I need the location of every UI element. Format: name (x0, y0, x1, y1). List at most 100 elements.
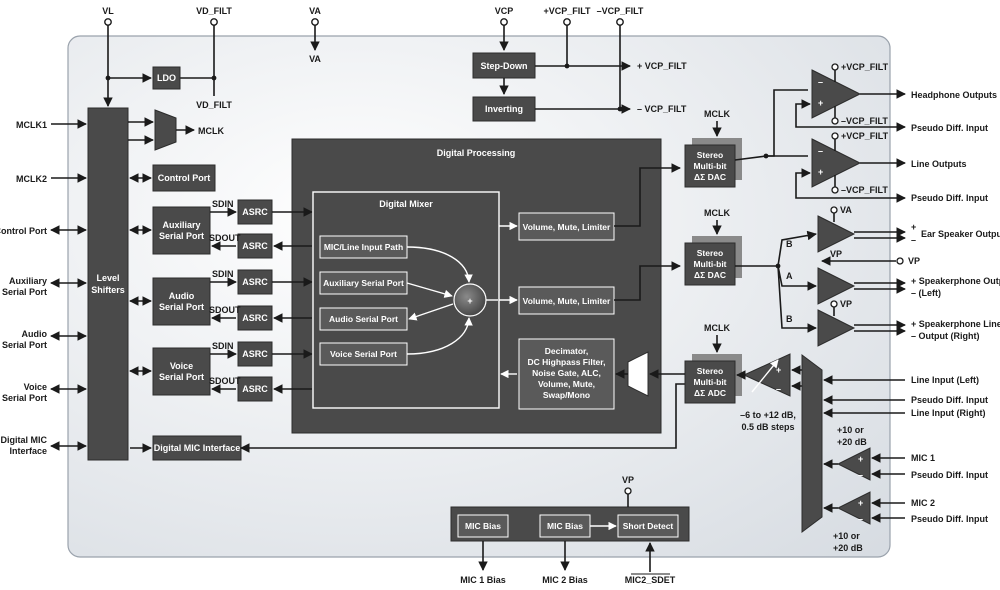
short-detect-label: Short Detect (623, 521, 674, 531)
hp-amp-minus: – (818, 77, 823, 87)
mclk-dac1: MCLK (704, 109, 730, 119)
asrc-audio-out (237, 305, 273, 331)
line-amp-minus: – (818, 146, 823, 156)
mixer-aux-port-label: Auxiliary Serial Port (323, 278, 404, 288)
asrc-aux-out (237, 233, 273, 259)
speakerphone-left-amp (817, 267, 856, 305)
va-spk-rail: VA (840, 205, 852, 215)
audio-serial-port-block (152, 277, 211, 326)
mic1-amp-minus: – (858, 470, 863, 480)
mixer-audio-port-label: Audio Serial Port (329, 314, 398, 324)
dac2-line-2: Multi-bit (693, 259, 726, 269)
audio-port-label-1: Audio (169, 291, 195, 301)
asrc-label: ASRC (242, 207, 268, 217)
asrc-label: ASRC (242, 384, 268, 394)
path-a: A (786, 271, 793, 281)
va-label: VA (309, 54, 321, 64)
mic1-input: MIC 1 (911, 453, 935, 463)
line-amp-plus: + (818, 167, 823, 177)
asrc-audio-in (237, 269, 273, 295)
pga-range-1: –6 to +12 dB, (740, 410, 796, 420)
pin-audio-serial-1: Audio (22, 329, 48, 339)
vp-pin: VP (908, 256, 920, 266)
step-down-label: Step-Down (481, 61, 528, 71)
asrc-aux-in (237, 199, 273, 225)
mic2-bias-pin: MIC 2 Bias (542, 575, 588, 585)
vp-amp3-label: VP (840, 299, 852, 309)
pos-vcp-filt-out: + VCP_FILT (637, 61, 687, 71)
path-b1: B (786, 239, 793, 249)
path-b2: B (786, 314, 793, 324)
stereo-dac-1 (684, 144, 736, 188)
ldo-block (152, 66, 181, 90)
ear-plus: + (911, 222, 916, 232)
short-detect-block (617, 514, 679, 538)
neg-vcp-filt-out: – VCP_FILT (637, 104, 687, 114)
speakerphone-left-1: + Speakerphone Output (911, 276, 1000, 286)
headphone-outputs: Headphone Outputs (911, 90, 997, 100)
pga-plus: + (776, 365, 781, 375)
vd-filt-label: VD_FILT (196, 100, 232, 110)
digital-processing-label: Digital Processing (437, 148, 516, 158)
decimator-line-1: Decimator, (545, 346, 588, 356)
sdin-audio: SDIN (212, 269, 234, 279)
amp1-pos-rail: +VCP_FILT (841, 62, 889, 72)
input-mux (801, 354, 823, 533)
asrc-label: ASRC (242, 241, 268, 251)
mic1-bias-pin: MIC 1 Bias (460, 575, 506, 585)
pin-voice-serial-1: Voice (24, 382, 47, 392)
inverting-label: Inverting (485, 104, 523, 114)
mic-bias-1-block (457, 514, 509, 538)
mclk-dac2: MCLK (704, 208, 730, 218)
asrc-label: ASRC (242, 313, 268, 323)
control-port-block (152, 164, 216, 192)
level-shifters-block (87, 107, 129, 461)
level-shifters-label-1: Level (96, 273, 119, 283)
voice-port-label-2: Serial Port (159, 372, 204, 382)
dac2-line-3: ΔΣ DAC (694, 270, 726, 280)
vol-mute-limiter-2-label: Volume, Mute, Limiter (523, 296, 611, 306)
dac1-line-1: Stereo (697, 150, 723, 160)
voice-serial-port-block (152, 347, 211, 396)
pin-control-port: Control Port (0, 226, 47, 236)
asrc-voice-out (237, 376, 273, 402)
voice-port-label-1: Voice (170, 361, 193, 371)
decimator-line-3: Noise Gate, ALC, (532, 368, 601, 378)
decimator-line-2: DC Highpass Filter, (528, 357, 606, 367)
mic2-boost-amp (836, 491, 871, 525)
pga-range-2: 0.5 dB steps (741, 422, 794, 432)
amp2-neg-rail: –VCP_FILT (841, 185, 888, 195)
speakerphone-left-2: – (Left) (911, 288, 941, 298)
line-input-right: Line Input (Right) (911, 408, 985, 418)
mixer-audio-port-block (319, 307, 408, 331)
sdout-aux: SDOUT (209, 233, 241, 243)
digital-mixer-label: Digital Mixer (379, 199, 433, 209)
decimator-line-4: Volume, Mute, (538, 379, 595, 389)
decimator-line-5: Swap/Mono (543, 390, 590, 400)
pin-neg-vcp-filt: –VCP_FILT (597, 6, 644, 16)
speakerphone-right-1: + Speakerphone Line (911, 319, 1000, 329)
aux-serial-port-block (152, 206, 211, 255)
mic2-sdet-pin: MIC2_SDET (625, 575, 676, 585)
pin-va: VA (309, 6, 321, 16)
mixer-voice-port-label: Voice Serial Port (330, 349, 397, 359)
stereo-adc (684, 360, 736, 404)
dac1-line-2: Multi-bit (693, 161, 726, 171)
pin-aux-serial-2: Serial Port (2, 287, 47, 297)
boost-bot-1: +10 or (833, 531, 860, 541)
mic-line-input-path-label: MIC/Line Input Path (324, 242, 403, 252)
pseudo-diff-2: Pseudo Diff. Input (911, 193, 988, 203)
sdout-voice: SDOUT (209, 376, 241, 386)
ldo-label: LDO (157, 73, 176, 83)
mic-bias-1-label: MIC Bias (465, 521, 501, 531)
pseudo-diff-4: Pseudo Diff. Input (911, 470, 988, 480)
asrc-voice-in (237, 341, 273, 367)
adc-mux (627, 351, 649, 397)
mclk-out-label: MCLK (198, 126, 224, 136)
mic2-amp-plus: + (858, 498, 863, 508)
pin-pos-vcp-filt: +VCP_FILT (543, 6, 591, 16)
pin-aux-serial-1: Auxiliary (9, 276, 47, 286)
pseudo-diff-1: Pseudo Diff. Input (911, 123, 988, 133)
pin-mclk1: MCLK1 (16, 120, 47, 130)
